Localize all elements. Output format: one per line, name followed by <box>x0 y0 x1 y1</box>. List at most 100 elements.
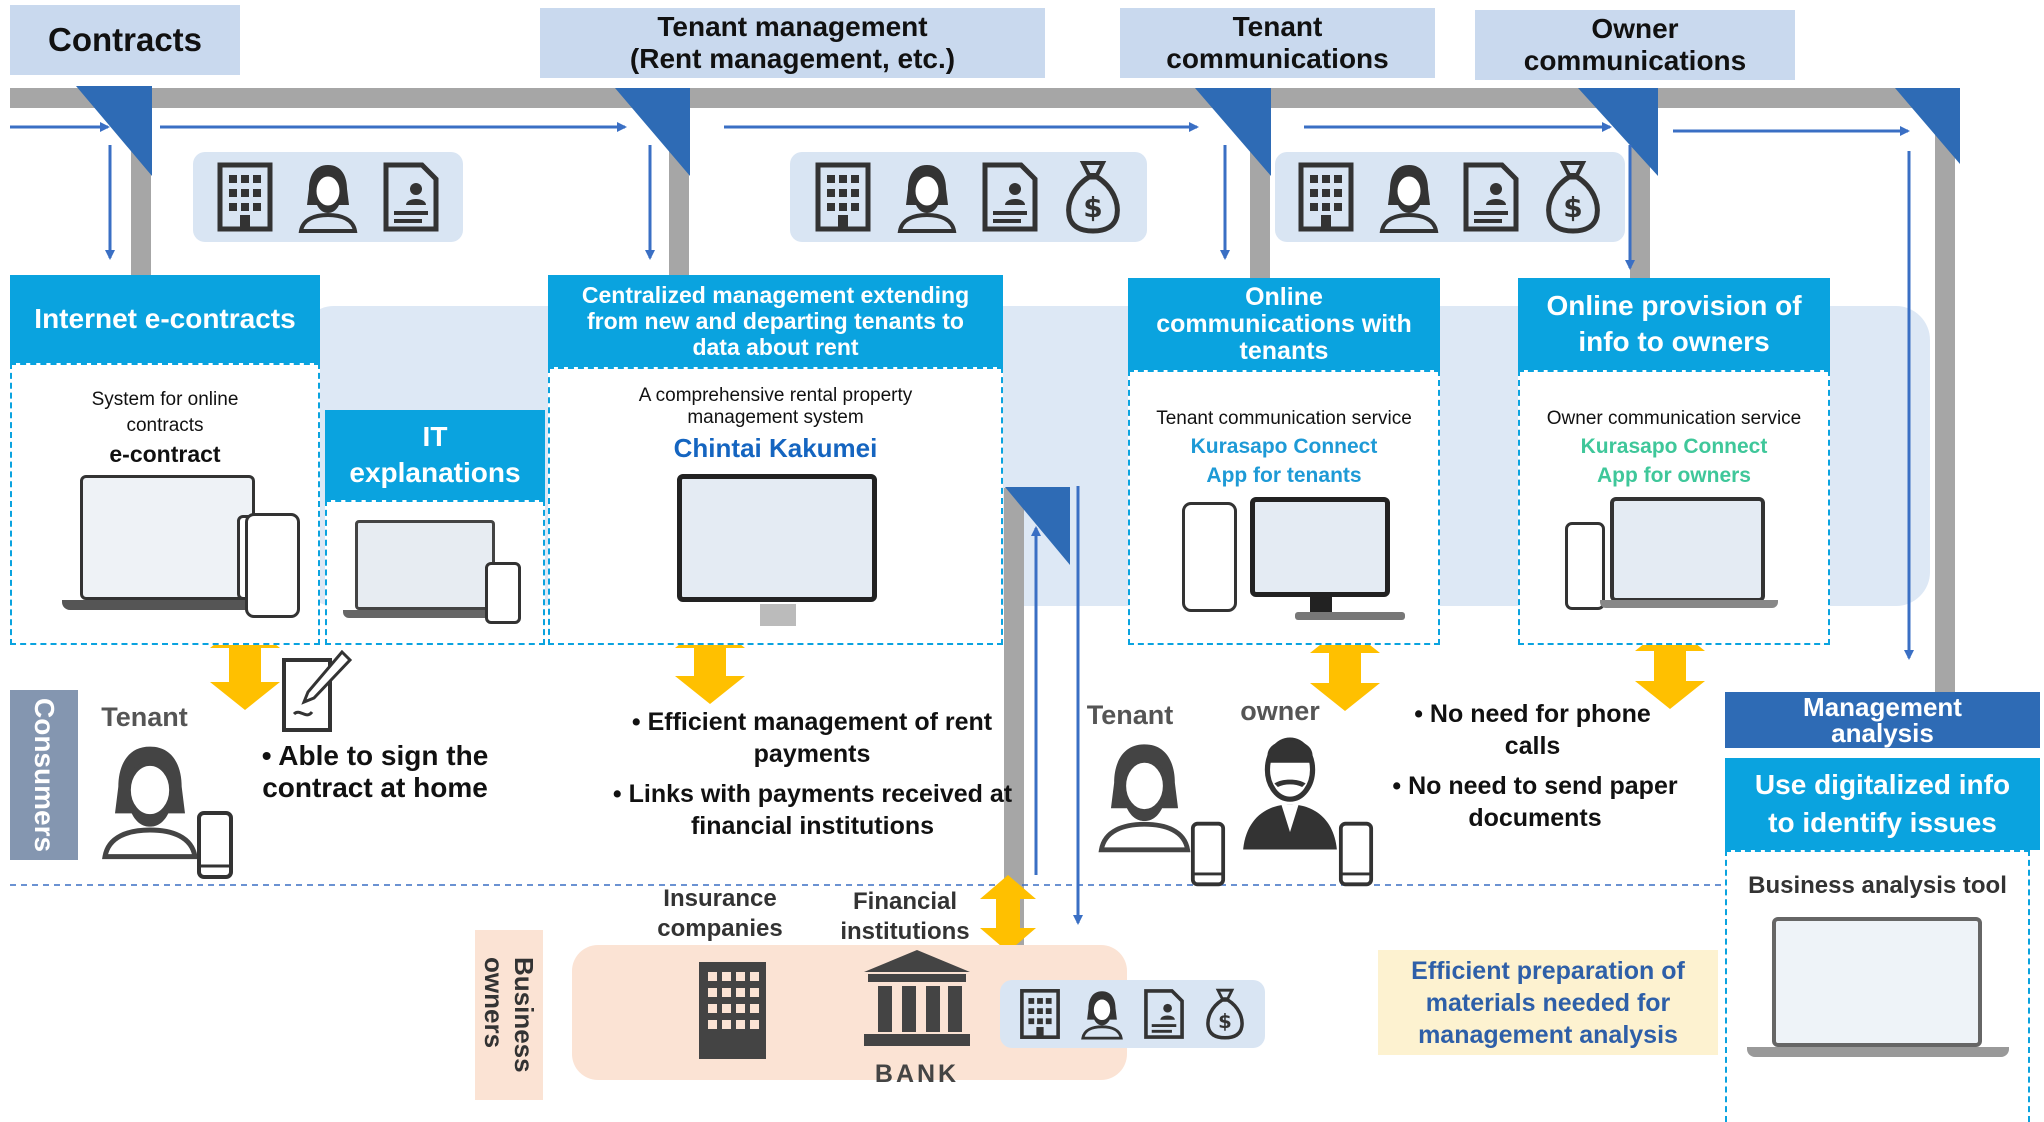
money-bag-icon: $ <box>1066 161 1121 234</box>
owner-person-icon <box>1243 737 1337 850</box>
tenantcomm-phone-image <box>1182 502 1237 612</box>
tenantcomm-box: Tenant communication service Kurasapo Co… <box>1128 370 1440 645</box>
monitor-stand <box>1310 597 1332 613</box>
corner-2 <box>615 88 690 176</box>
tenantcomm-desc: Tenant communication service <box>1156 408 1412 429</box>
it-laptop-image <box>355 520 495 610</box>
ownercomm-phone-image <box>1565 522 1605 610</box>
ownercomm-desc: Owner communication service <box>1546 408 1802 429</box>
econtract-laptop-image <box>80 475 255 600</box>
money-bag-icon: $ <box>1206 988 1244 1040</box>
smartphone-icon <box>1338 821 1374 887</box>
building-icon <box>1020 989 1060 1039</box>
stage-tenant-management: Tenant management(Rent management, etc.) <box>540 8 1045 78</box>
tenantcomm-product-line1: Kurasapo Connect <box>1190 435 1378 458</box>
central-product: Chintai Kakumei <box>673 433 878 463</box>
bank-icon <box>864 950 970 1046</box>
icon-strip-tenant-mgmt: $ <box>790 152 1147 242</box>
bank-text: BANK <box>874 1060 960 1088</box>
corner-4 <box>1578 88 1658 176</box>
document-icon <box>383 162 439 232</box>
corner-1 <box>76 86 152 176</box>
pipe-analysis <box>1935 98 1955 698</box>
laptop-base <box>1600 600 1778 608</box>
laptop-base <box>343 610 508 618</box>
tenantcomm-product-line2: App for tenants <box>1206 464 1362 487</box>
stage-contracts: Contracts <box>10 5 240 75</box>
person-icon <box>897 165 956 233</box>
svg-text:$: $ <box>1218 1010 1232 1033</box>
person-icon <box>1379 165 1439 233</box>
double-arrow-tenantcomm <box>1310 625 1380 711</box>
icon-strip-tenant-comm: $ <box>1275 152 1625 242</box>
building-icon <box>815 162 871 232</box>
analysis-laptop-image <box>1772 917 1982 1047</box>
money-bag-icon: $ <box>1545 161 1600 234</box>
pipe-to-business <box>1004 492 1024 954</box>
pipe-horizontal <box>10 88 1955 108</box>
signature-pen-icon <box>282 650 353 732</box>
insurance-building-icon <box>699 962 766 1059</box>
document-icon <box>1463 162 1519 232</box>
double-arrow-bank <box>980 875 1036 952</box>
ownercomm-product-line2: App for owners <box>1596 464 1751 487</box>
monitor-stand <box>760 604 796 626</box>
it-phone-image <box>485 562 521 624</box>
ownercomm-box: Owner communication service Kurasapo Con… <box>1518 370 1830 645</box>
econtract-desc-line1: System for online <box>91 389 239 410</box>
analysis-box: Business analysis tool <box>1725 850 2030 1122</box>
tenant1-person-icon <box>102 746 198 860</box>
analysis-tool: Business analysis tool <box>1748 872 2007 899</box>
econtract-desc-line2: contracts <box>126 415 204 436</box>
smartphone-icon <box>1190 821 1226 887</box>
icon-strip-business: $ <box>1000 980 1265 1048</box>
econtract-product: e-contract <box>109 441 221 467</box>
consumers-label: Consumers <box>10 690 78 860</box>
ownercomm-laptop-image <box>1610 497 1765 602</box>
tenantcomm-monitor-image <box>1250 497 1390 597</box>
central-desc-line2: management system <box>687 407 864 428</box>
document-icon <box>982 162 1038 232</box>
chintai-monitor-image <box>677 474 877 602</box>
person-icon <box>1081 991 1123 1040</box>
laptop-base <box>62 600 272 610</box>
it-box <box>325 500 545 645</box>
smartphone-icon <box>197 811 233 879</box>
econtract-box: System for online contracts e-contract <box>10 363 320 645</box>
tenant2-label: Tenant <box>1086 700 1174 730</box>
central-desc-line1: A comprehensive rental property <box>638 385 913 406</box>
corner-5 <box>1895 88 1960 164</box>
owner-label: owner <box>1240 696 1320 726</box>
econtract-header: Internet e-contracts <box>10 275 320 363</box>
tenant2-person-icon <box>1098 744 1191 853</box>
icon-strip-contracts <box>193 152 463 242</box>
building-icon <box>1298 162 1354 232</box>
document-icon <box>1144 989 1184 1039</box>
person-icon <box>298 165 358 233</box>
corner-3 <box>1195 88 1271 176</box>
building-icon <box>217 162 273 232</box>
econtract-phone-image <box>245 513 300 618</box>
ownercomm-product-line1: Kurasapo Connect <box>1580 435 1768 458</box>
svg-text:$: $ <box>1563 191 1582 224</box>
keyboard <box>1295 612 1405 620</box>
laptop-base <box>1747 1047 2009 1057</box>
